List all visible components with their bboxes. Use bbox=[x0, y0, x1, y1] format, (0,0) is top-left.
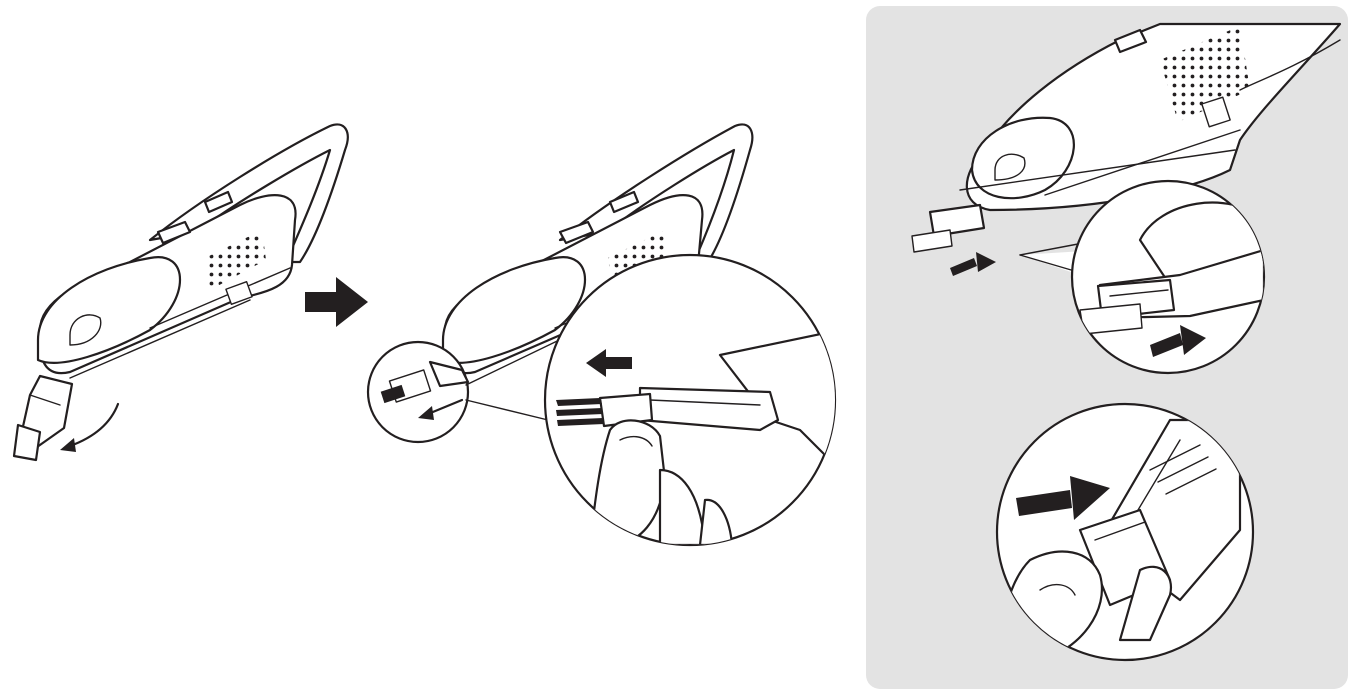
step-1-illustration bbox=[12, 123, 349, 462]
step-2-illustration bbox=[366, 123, 837, 547]
step-arrow-icon bbox=[305, 277, 368, 327]
